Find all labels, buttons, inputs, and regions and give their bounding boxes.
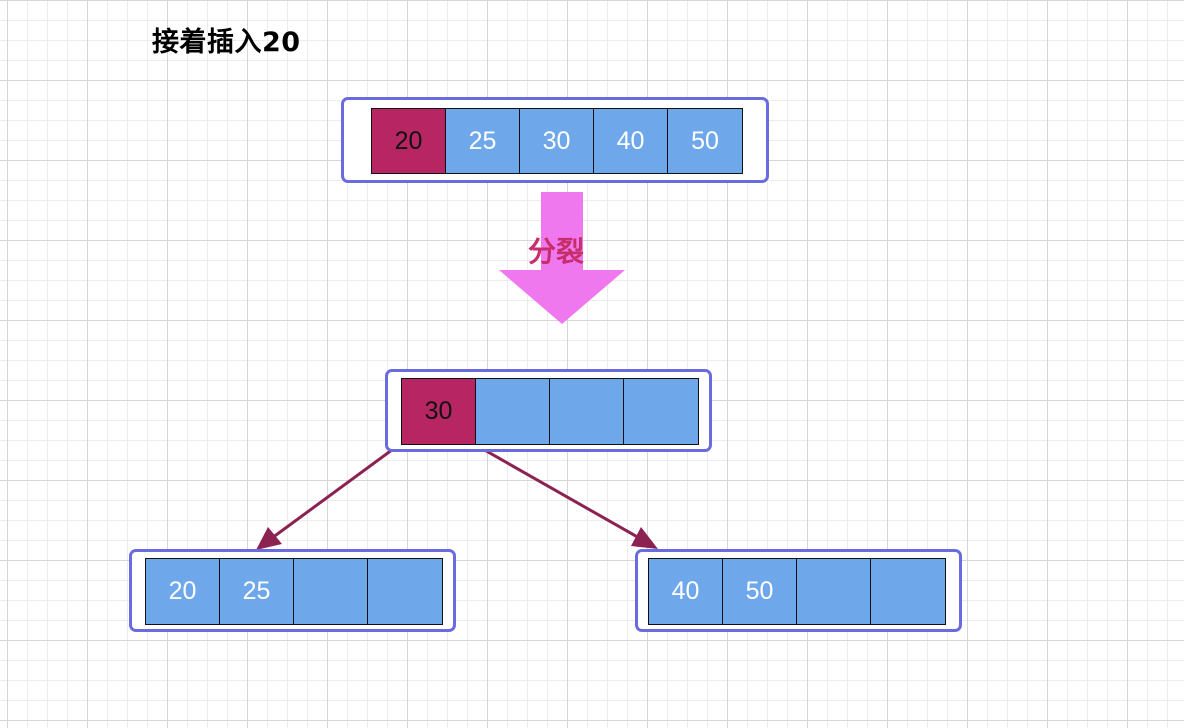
left-child-keys: 20 25 [145, 558, 443, 625]
key-cell: 20 [372, 109, 446, 173]
key-cell: 25 [220, 559, 294, 624]
key-cell: 50 [723, 559, 797, 624]
key-cell [368, 559, 442, 624]
before-split-keys: 20 25 30 40 50 [371, 108, 743, 174]
left-edge-arrowhead-icon [256, 527, 282, 550]
left-edge-line [271, 442, 401, 540]
root-node: 30 [385, 369, 712, 452]
key-cell [476, 379, 550, 444]
key-cell [797, 559, 871, 624]
root-keys: 30 [401, 378, 699, 445]
key-cell: 20 [146, 559, 220, 624]
key-cell: 30 [520, 109, 594, 173]
right-child-node: 40 50 [635, 549, 962, 632]
key-cell [294, 559, 368, 624]
key-cell [624, 379, 698, 444]
key-cell: 40 [594, 109, 668, 173]
split-label: 分裂 [528, 235, 585, 268]
key-cell: 50 [668, 109, 742, 173]
diagram-title: 接着插入20 [152, 27, 301, 58]
key-cell: 40 [649, 559, 723, 624]
key-cell [871, 559, 945, 624]
key-cell: 25 [446, 109, 520, 173]
right-edge-line [473, 442, 642, 541]
key-cell: 30 [402, 379, 476, 444]
right-edge-arrowhead-icon [631, 527, 658, 549]
key-cell [550, 379, 624, 444]
left-child-node: 20 25 [129, 549, 456, 632]
right-child-keys: 40 50 [648, 558, 946, 625]
before-split-node: 20 25 30 40 50 [341, 97, 769, 183]
split-arrow-icon [499, 192, 625, 324]
